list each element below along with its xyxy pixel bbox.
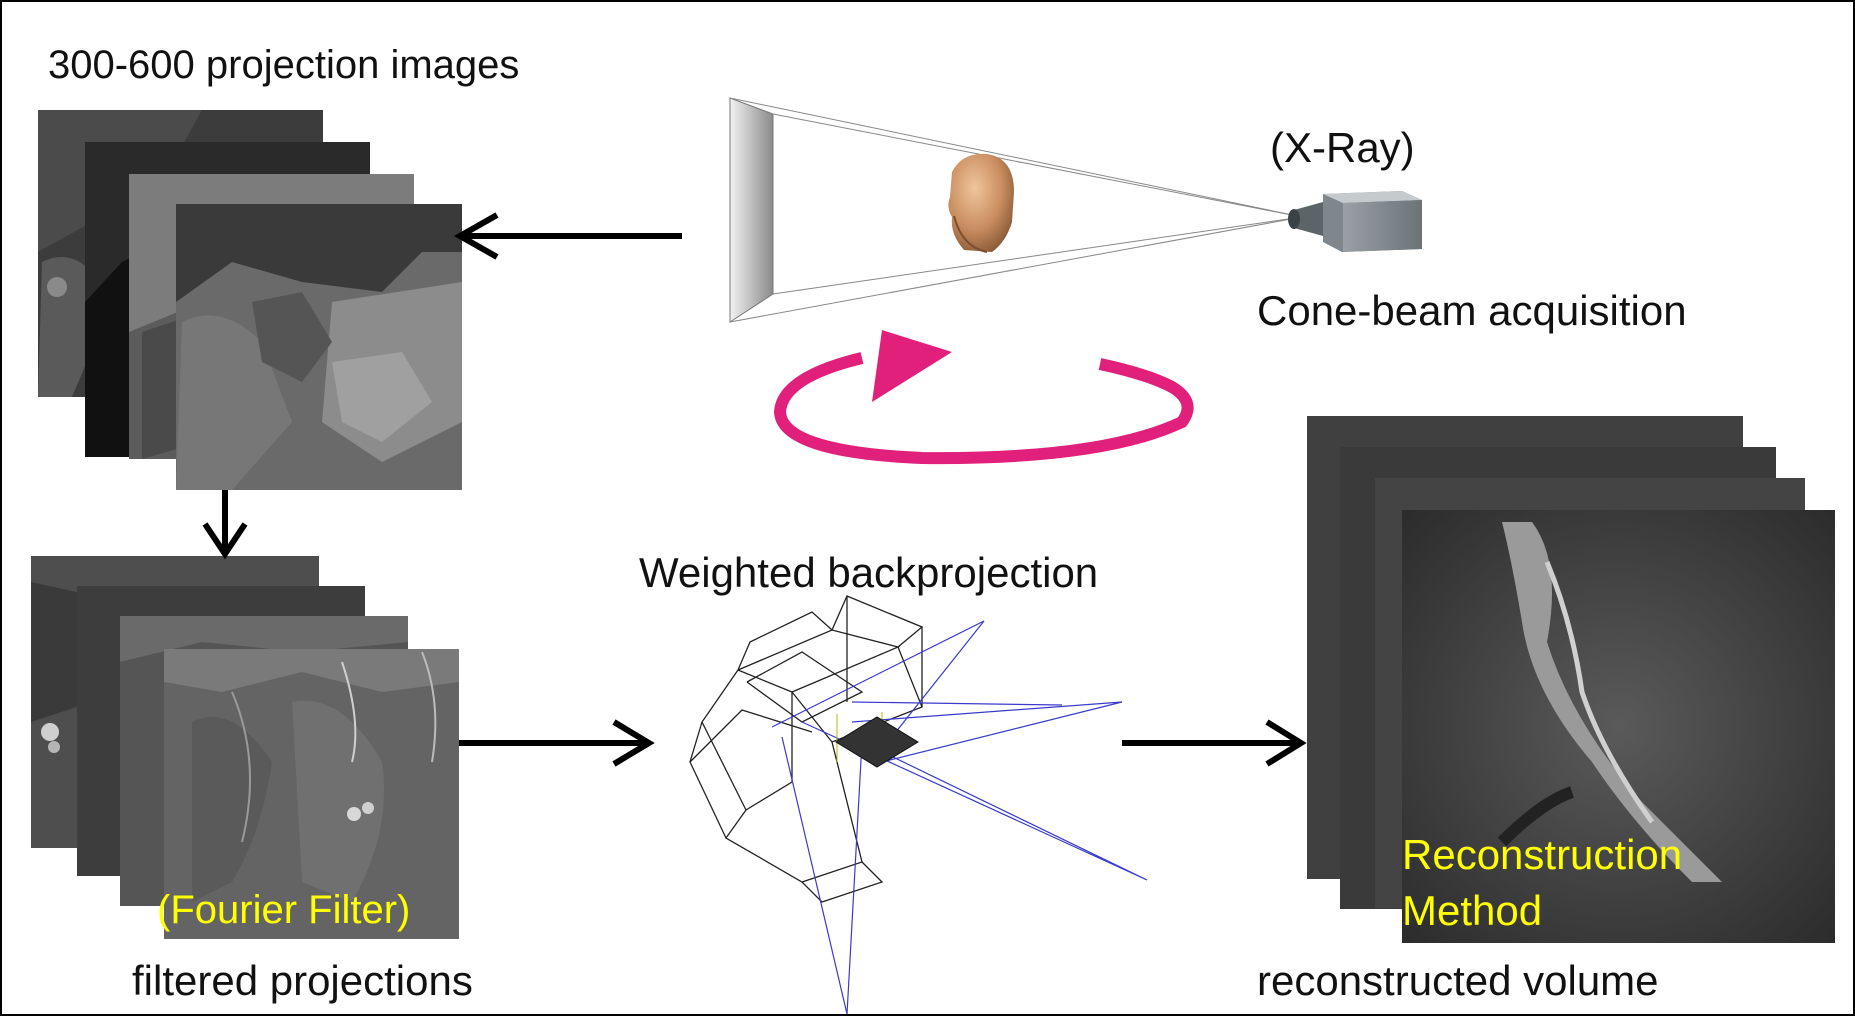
detector-panel <box>729 97 774 323</box>
rotation-arrow-icon <box>773 330 1194 465</box>
camera-icon <box>1288 191 1422 252</box>
backprojection-rays <box>771 620 1148 1014</box>
reconstructed-volume-stack <box>1307 416 1835 943</box>
volume-slice <box>1402 510 1835 943</box>
projection-image <box>176 204 462 490</box>
filtered-projections-label: filtered projections <box>132 957 473 1004</box>
reconstructed-volume-label: reconstructed volume <box>1257 957 1659 1004</box>
arrow-filtered-to-backprojection <box>459 719 655 767</box>
filtered-projection <box>164 649 459 939</box>
fourier-filter-label: (Fourier Filter) <box>157 888 411 932</box>
reconstruction-method-label-line1: Reconstruction <box>1402 831 1683 878</box>
filtered-projection-stack <box>31 556 459 939</box>
projection-images-label: 300-600 projection images <box>48 43 520 87</box>
backprojection-wireframe <box>689 595 924 903</box>
projection-image-stack <box>38 110 462 490</box>
weighted-backprojection-label: Weighted backprojection <box>639 549 1099 596</box>
arrow-projections-to-filtered <box>202 490 248 560</box>
xray-source-label: (X-Ray) <box>1270 124 1415 171</box>
arrow-cone-to-projections <box>453 212 682 260</box>
cone-beam-acquisition <box>729 97 1422 323</box>
cone-beam-label: Cone-beam acquisition <box>1257 287 1687 334</box>
voxel-slab <box>835 716 919 768</box>
arrow-backprojection-to-volume <box>1122 719 1307 767</box>
head-icon <box>948 153 1014 253</box>
reconstruction-method-label-line2: Method <box>1402 887 1543 934</box>
